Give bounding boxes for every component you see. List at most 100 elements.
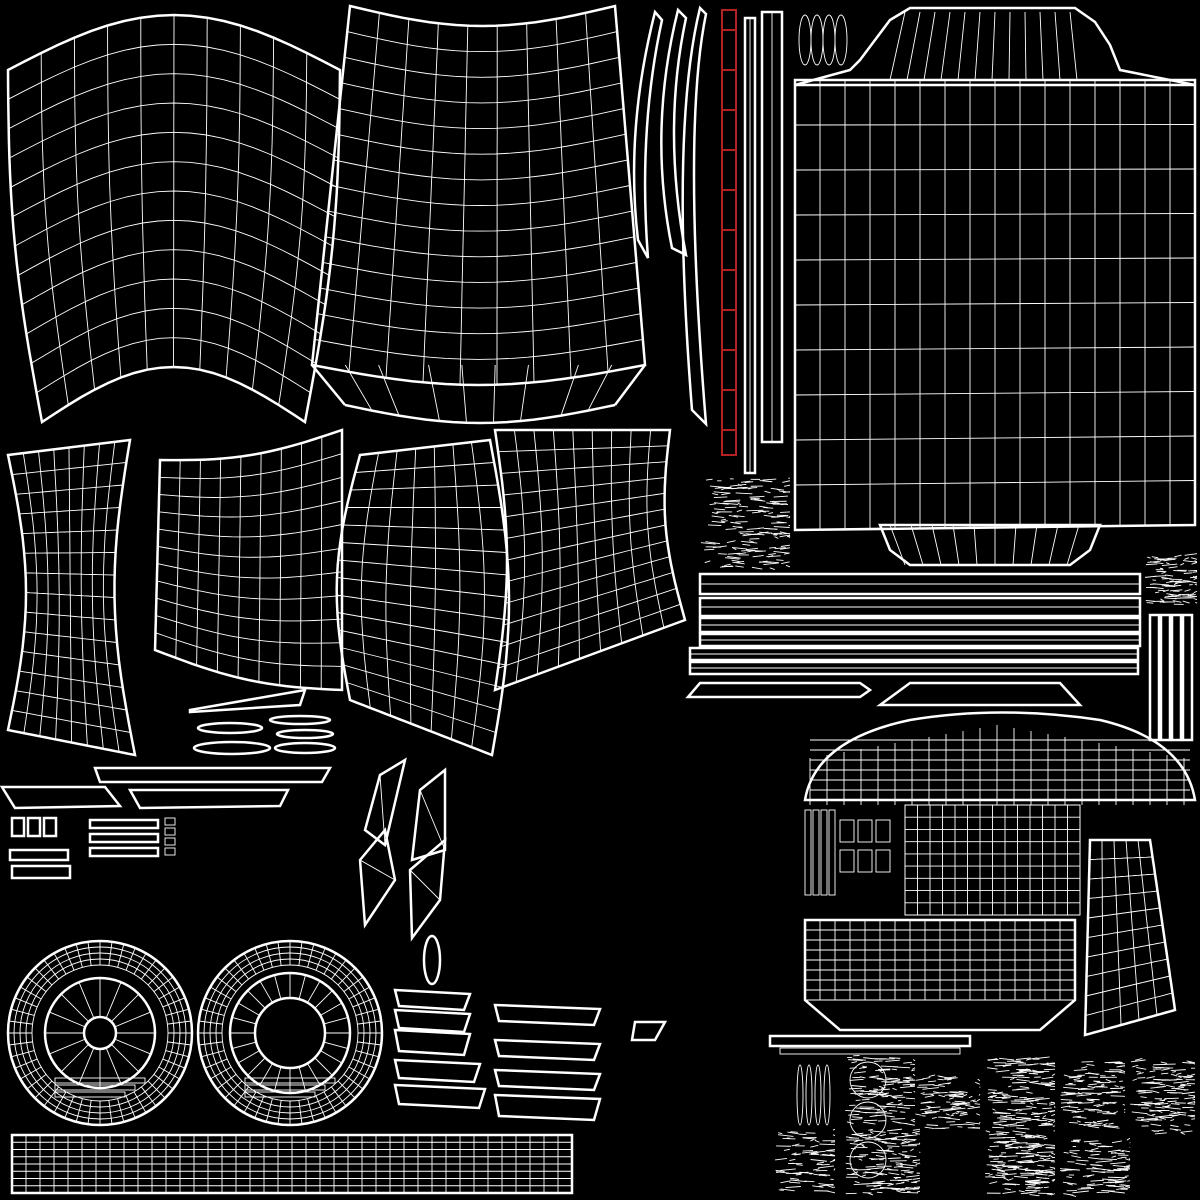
interior-dome-outline <box>803 711 1197 802</box>
texture-block-a-stroke <box>752 555 764 558</box>
wheel-right-tread <box>348 1066 370 1080</box>
texture-block-f-stroke <box>1093 1104 1101 1107</box>
wheel-right-tread <box>224 1080 243 1099</box>
red-strip <box>721 9 737 456</box>
bottom-cap-line <box>1030 524 1038 566</box>
texture-block-a-stroke <box>736 509 743 512</box>
texture-block-h-stroke <box>908 1143 921 1146</box>
texture-block-d-stroke <box>915 1078 924 1081</box>
texture-block-g-stroke <box>1178 1075 1193 1078</box>
texture-block-d-stroke <box>959 1112 968 1115</box>
wheel-right-tread <box>337 967 356 986</box>
texture-block-i-stroke <box>988 1173 993 1176</box>
texture-block-a-stroke <box>782 480 791 483</box>
wheel-left-tread <box>87 941 92 966</box>
texture-block-h-stroke <box>912 1130 921 1134</box>
texture-block-a-stroke <box>724 563 731 566</box>
texture-block-d-stroke <box>937 1075 943 1078</box>
wheel-right-spoke <box>247 1057 266 1076</box>
texture-block-c-stroke <box>880 1093 892 1097</box>
texture-block-c-stroke <box>876 1110 888 1112</box>
wheel-left-tread <box>14 997 38 1008</box>
texture-block-d-stroke <box>924 1126 935 1129</box>
texture-block-j-stroke <box>1111 1140 1123 1144</box>
texture-block-a-stroke <box>753 498 763 501</box>
texture-block-a-stroke <box>720 565 733 568</box>
wheel-left-tread <box>167 1041 192 1046</box>
texture-block-h-stroke <box>887 1157 901 1160</box>
texture-block-c-stroke <box>911 1069 916 1072</box>
interior-wing-outline <box>1083 838 1177 1037</box>
texture-block-c-stroke <box>906 1077 912 1080</box>
texture-block-g-stroke <box>1161 1068 1170 1071</box>
sp-flap-6 <box>493 1038 602 1062</box>
texture-block-c-stroke <box>859 1092 872 1096</box>
texture-block-a-stroke <box>738 505 749 508</box>
texture-block-e-stroke <box>1016 1127 1030 1130</box>
texture-block-k-stroke <box>812 1168 820 1171</box>
texture-block-d-stroke <box>947 1082 952 1085</box>
sp-flat-2 <box>93 766 333 784</box>
sp-flat-4 <box>0 785 123 810</box>
sp-flap-3 <box>393 1058 482 1084</box>
texture-block-e-stroke <box>1040 1082 1055 1085</box>
texture-block-e-stroke <box>1042 1107 1052 1110</box>
texture-block-f-stroke <box>1108 1122 1114 1125</box>
skirt-line <box>461 364 467 423</box>
detail-layer <box>6 5 1198 1197</box>
wheel-left-tread <box>117 1098 125 1122</box>
texture-block-j-stroke <box>1080 1186 1092 1189</box>
texture-block-c-stroke <box>853 1090 865 1092</box>
texture-block-d-stroke <box>965 1104 975 1108</box>
dome-chip-5 <box>875 849 891 873</box>
texture-block-j-stroke <box>1075 1162 1087 1166</box>
texture-block-j-stroke <box>1072 1190 1089 1194</box>
texture-block-j-stroke <box>1070 1140 1080 1143</box>
texture-block-f-stroke <box>1120 1086 1125 1088</box>
wheel-right-tread <box>323 1091 337 1113</box>
texture-block-a-stroke <box>768 512 774 515</box>
texture-block-i-stroke <box>1012 1130 1026 1134</box>
texture-block-a-stroke <box>736 560 745 563</box>
texture-block-i-stroke <box>1043 1137 1048 1140</box>
texture-block-e-stroke <box>1015 1112 1028 1115</box>
side-panel-3-row-line <box>340 542 507 553</box>
texture-block-k-stroke <box>783 1148 790 1151</box>
texture-block-c-stroke <box>909 1083 916 1086</box>
texture-block-h-stroke <box>916 1190 921 1193</box>
texture-block-c-stroke <box>889 1057 901 1059</box>
texture-block-f-stroke <box>1081 1066 1088 1069</box>
texture-block-a-stroke <box>725 528 737 530</box>
bottom-cap-line <box>931 524 942 566</box>
body-panel-center-row-line <box>317 313 641 335</box>
texture-block-g-stroke <box>1176 1072 1182 1076</box>
texture-block-g-stroke <box>1167 1100 1177 1103</box>
texture-block-j-stroke <box>1107 1149 1121 1153</box>
texture-block-f-stroke <box>1093 1122 1103 1125</box>
texture-block-h-stroke <box>879 1186 897 1189</box>
texture-block-c-stroke <box>884 1115 895 1118</box>
texture-block-h-stroke <box>861 1144 866 1148</box>
texture-block-j-stroke <box>1088 1142 1102 1145</box>
texture-block-b-stroke <box>1195 601 1198 604</box>
body-panel-center-row-line <box>322 261 637 283</box>
texture-block-g-stroke <box>1193 1101 1196 1104</box>
wheel-left-tread <box>11 1008 35 1016</box>
br-bar-2 <box>779 1047 961 1055</box>
texture-block-f-stroke <box>1076 1116 1087 1119</box>
texture-block-e-stroke <box>1041 1076 1054 1080</box>
texture-block-g-stroke <box>1146 1118 1163 1121</box>
side-panel-1-row-line <box>22 650 120 666</box>
texture-block-g-stroke <box>1169 1112 1180 1115</box>
wheel-right-spoke <box>237 1002 260 1016</box>
texture-block-e-stroke <box>993 1120 1007 1124</box>
texture-block-i-stroke <box>1013 1175 1029 1179</box>
texture-block-j <box>1060 1137 1131 1197</box>
texture-block-j-stroke <box>1082 1174 1095 1177</box>
texture-block-g-stroke <box>1170 1110 1177 1113</box>
texture-block-j-stroke <box>1084 1149 1093 1153</box>
wheel-left-tread <box>20 1066 42 1080</box>
texture-block-e-stroke <box>1053 1065 1056 1068</box>
main-body-panel-right-row <box>794 257 1196 261</box>
wheel-left-tread <box>141 1086 157 1107</box>
